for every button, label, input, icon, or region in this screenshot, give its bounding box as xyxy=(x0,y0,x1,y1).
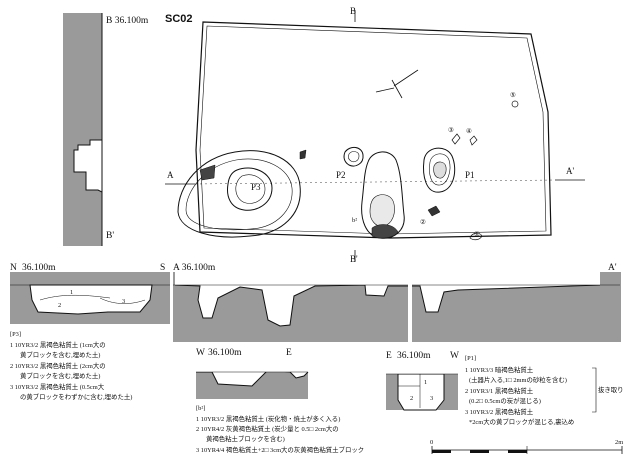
point-4-label: ④ xyxy=(466,128,472,135)
legend-p1-heading: [P1] xyxy=(465,355,476,362)
legend-b2-line: 1 10YR3/2 黒褐色粘質土 (炭化物・焼土が多く入る) xyxy=(196,414,340,423)
we-elevation: 36.100m xyxy=(208,348,242,358)
point-2-label: ② xyxy=(420,219,426,226)
legend-b2-line: 3 10YR4/4 褐色粘質土+2□ 3cm大の灰黄褐色粘質土ブロック xyxy=(196,445,364,454)
ns-elevation: 36.100m xyxy=(22,263,56,273)
legend-p1-line: (0.2□ 0.5cmの炭が混じる) xyxy=(469,396,541,405)
legend-p3-line: の黄ブロックをわずかに含む,埋めた土) xyxy=(20,392,132,401)
legend-p3-line: 2 10YR3/2 黒褐色粘質土 (2cm大の xyxy=(10,361,106,370)
a-section xyxy=(173,272,621,342)
ew-elevation: 36.100m xyxy=(397,351,431,361)
ew-layer-3: 3 xyxy=(430,395,433,402)
point-3-label: ③ xyxy=(448,127,454,134)
ew-section: 1 2 3 xyxy=(386,362,458,411)
legend-b2-line: 2 10YR4/2 灰黄褐色粘質土 (炭少量と 0.5□ 2cm大の xyxy=(196,424,339,433)
ew-layer-1: 1 xyxy=(424,379,427,386)
scale-max: 2m xyxy=(615,439,623,446)
point-1-label: ① xyxy=(474,231,480,238)
b-section: B 36.100m B' xyxy=(63,13,149,246)
legend-p1-line: 1 10YR3/3 暗褐色粘質土 xyxy=(465,365,534,374)
ns-layer-3: 3 xyxy=(122,298,125,305)
legend-p1-line: 2 10YR3/1 黒褐色粘質土 xyxy=(465,386,534,395)
legend-p3: [P3] 1 10YR3/2 黒褐色粘質土 (1cm大の 黄ブロックを含む,埋め… xyxy=(10,331,132,401)
ew-left-label: E xyxy=(386,351,392,361)
b-section-bottom-label: B' xyxy=(106,231,114,241)
legend-p1-bracket-note: 抜き取り xyxy=(598,385,624,394)
plan-view xyxy=(165,10,585,262)
ns-layer-1: 1 xyxy=(70,289,73,296)
ns-section: 1 2 3 xyxy=(10,272,170,324)
ns-layer-2: 2 xyxy=(58,302,61,309)
legend-p3-line: 1 10YR3/2 黒褐色粘質土 (1cm大の xyxy=(10,340,106,349)
legend-p1-line: 3 10YR3/2 黒褐色粘質土 xyxy=(465,407,534,416)
section-a-prime-label: A' xyxy=(566,166,574,176)
scale-bar: 0 2m xyxy=(430,439,623,454)
section-b-prime-label: B' xyxy=(350,254,358,264)
ew-right-label: W xyxy=(450,351,459,361)
section-b-label: B xyxy=(350,6,356,16)
a-section-right-label: A' xyxy=(608,263,617,273)
b-section-elevation: B 36.100m xyxy=(106,16,149,26)
legend-b2-heading: [b²] xyxy=(196,405,205,412)
legend-p3-line: 3 10YR3/2 黒褐色粘質土 (0.5cm大 xyxy=(10,382,105,391)
legend-b2-line: 黄褐色粘土ブロックを含む) xyxy=(206,434,285,443)
ns-left-label: N xyxy=(10,263,17,273)
feature-b2-label: b² xyxy=(352,217,357,224)
a-section-elevation: A 36.100m xyxy=(173,263,216,273)
legend-b2: [b²] 1 10YR3/2 黒褐色粘質土 (炭化物・焼土が多く入る) 2 10… xyxy=(196,405,364,454)
ew-layer-2: 2 xyxy=(410,395,413,402)
legend-p3-line: 黄ブロックを含む,埋めた土) xyxy=(20,350,100,359)
pit-p1-label: P1 xyxy=(465,170,475,180)
scale-zero: 0 xyxy=(430,439,433,446)
legend-p1-line: (土器片入る,1□ 2mmの砂粒を含む) xyxy=(469,375,567,384)
we-section xyxy=(196,359,309,399)
pit-p2-label: P2 xyxy=(336,170,346,180)
page-title: SC02 xyxy=(165,13,193,25)
legend-p1-line: *2cm大の黄ブロックが混じる,裏込め xyxy=(469,417,574,426)
point-5-label: ⑤ xyxy=(510,92,516,99)
we-right-label: E xyxy=(286,348,292,358)
ns-right-label: S xyxy=(160,263,165,273)
legend-p3-heading: [P3] xyxy=(10,331,21,338)
legend-p1: [P1] 1 10YR3/3 暗褐色粘質土 (土器片入る,1□ 2mmの砂粒を含… xyxy=(465,355,624,426)
legend-p3-line: 黄ブロックを含む,埋めた土) xyxy=(20,371,100,380)
pit-p3-label: P3 xyxy=(251,182,261,192)
we-left-label: W xyxy=(196,348,205,358)
section-a-label: A xyxy=(167,170,174,180)
